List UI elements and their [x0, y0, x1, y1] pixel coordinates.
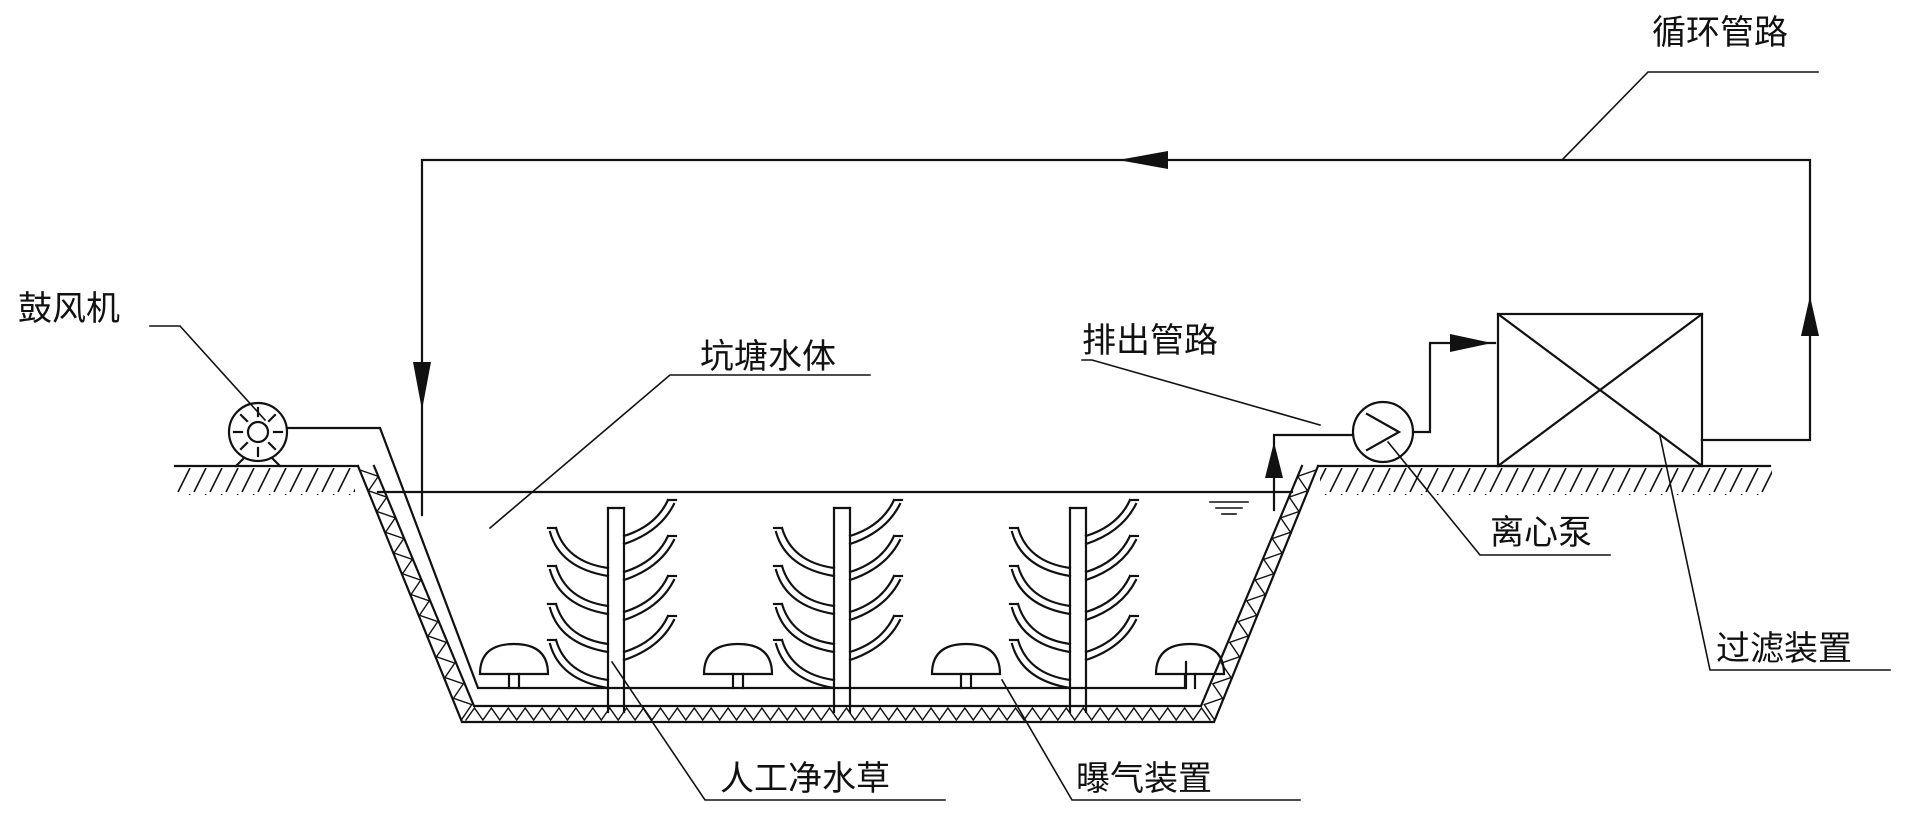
aerator-dome — [930, 642, 1002, 690]
arrow-left-icon — [1118, 151, 1168, 169]
artificial-plant — [546, 498, 678, 714]
arrow-up-icon — [1801, 296, 1819, 336]
leader-lines — [149, 71, 1891, 801]
label-centrifugal-pump: 离心泵 — [1490, 513, 1592, 553]
label-blower: 鼓风机 — [18, 289, 120, 329]
aerator-dome — [478, 642, 550, 690]
label-artificial-plants: 人工净水草 — [720, 759, 890, 799]
blower-icon — [227, 401, 289, 468]
arrow-up-icon — [1265, 442, 1283, 478]
ground-surface — [173, 464, 1772, 495]
filter-device-icon — [1496, 312, 1704, 468]
pump-to-filter-pipe — [1411, 341, 1497, 434]
label-filter-device: 过滤装置 — [1716, 629, 1852, 669]
circulation-pipe-line — [420, 158, 1812, 517]
aerator-dome — [1154, 642, 1226, 690]
arrow-right-icon — [1450, 334, 1492, 352]
aerator-dome — [702, 642, 774, 690]
label-pond-water: 坑塘水体 — [700, 337, 836, 377]
aeration-devices — [478, 642, 1226, 690]
label-aeration-device: 曝气装置 — [1076, 759, 1212, 799]
liner-zigzag — [1203, 469, 1317, 720]
artificial-plant — [772, 498, 904, 714]
artificial-plant — [1008, 498, 1140, 714]
arrow-down-icon — [413, 362, 431, 410]
discharge-pipe-line — [1272, 433, 1355, 512]
pond-liner — [356, 464, 1320, 724]
centrifugal-pump-icon — [1351, 400, 1415, 464]
artificial-plants — [546, 498, 1140, 714]
liner-zigzag — [359, 469, 473, 720]
label-discharge-pipe: 排出管路 — [1082, 321, 1218, 361]
label-circulation-pipe: 循环管路 — [1652, 13, 1788, 53]
water-surface — [376, 490, 1294, 515]
liner-zigzag — [465, 706, 1211, 722]
